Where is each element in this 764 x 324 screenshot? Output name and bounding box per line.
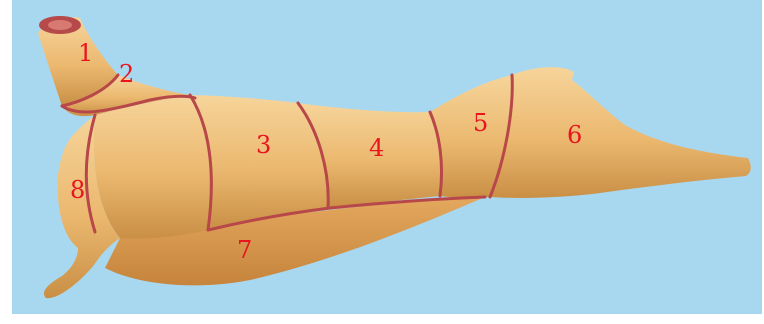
label-4: 4: [369, 134, 384, 162]
neck-cut-inner: [48, 20, 72, 30]
shoulder-shape: [94, 95, 212, 239]
label-3: 3: [256, 131, 271, 159]
label-8: 8: [70, 176, 85, 204]
label-6: 6: [567, 121, 582, 149]
label-5: 5: [473, 109, 488, 137]
label-2: 2: [119, 60, 134, 88]
label-1: 1: [78, 39, 93, 67]
label-7: 7: [237, 236, 252, 264]
